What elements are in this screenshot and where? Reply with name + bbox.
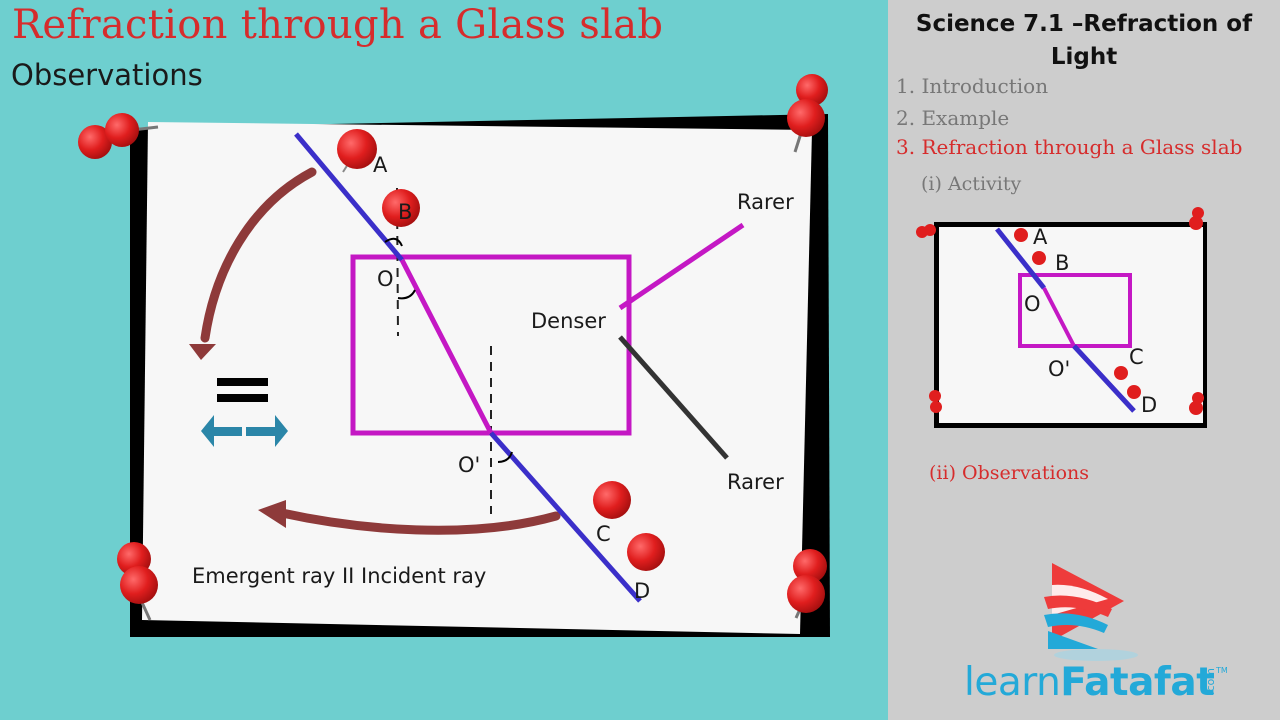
logo-part-learn: learn [964,660,1061,705]
point-O-prime-label: O' [458,453,480,477]
equals-sign-bottom-bar [217,394,268,402]
incident-ray [294,132,404,262]
pin-D-label: D [634,579,650,603]
pin-C-label: C [596,522,611,546]
emergent-ray [489,431,642,603]
thumb-label-C: C [1129,345,1144,369]
rarer-top-label: Rarer [737,190,794,214]
diagram-board: A B O O' C D Rarer Denser Rarer Emergent… [78,74,830,637]
thumb-label-A: A [1033,225,1048,249]
curved-arrow-left-head [189,344,216,360]
slide-area: Refraction through a Glass slab Observat… [11,2,830,637]
angle-arc-emergence [497,451,513,463]
parallel-arrows-icon [201,415,288,447]
sidebar: Science 7.1 –Refraction of Light 1. Intr… [888,0,1280,720]
curved-arrow-left-icon [200,167,317,343]
slide-subtitle: Observations [11,58,203,92]
course-title-line1: Science 7.1 –Refraction of [915,11,1253,37]
toc-item-example[interactable]: 2. Example [896,106,1010,130]
angle-arc-refraction [397,289,416,300]
course-title: Science 7.1 –Refraction of Light [888,8,1280,74]
corner-pin-top-right [787,74,828,153]
pin-B [382,189,420,227]
logo-part-fatafat: Fatafat [1060,660,1215,705]
course-title-line2: Light [1050,44,1118,70]
slide-title: Refraction through a Glass slab [12,2,664,48]
point-O-label: O [377,267,394,291]
corner-pin-bottom-left [117,542,158,621]
toc-item-glass-slab[interactable]: 3. Refraction through a Glass slab [896,135,1243,159]
learnfatafat-logo-icon [1044,563,1138,661]
thumb-label-D: D [1141,393,1157,417]
thumb-label-O-prime: O' [1048,357,1070,381]
pin-C [593,481,631,519]
thumb-label-O: O [1024,292,1041,316]
diagram-caption: Emergent ray II Incident ray [192,564,486,588]
denser-label: Denser [531,309,606,333]
toc-sub-observations[interactable]: (ii) Observations [929,462,1090,484]
pin-B-label: B [398,200,412,224]
corner-pin-top-left [78,113,159,159]
curved-arrow-bottom-head [258,500,286,528]
thumb-label-B: B [1055,251,1069,275]
refracted-ray [399,258,494,435]
pin-A-label: A [373,153,388,177]
angle-arc-incidence [384,237,403,247]
pin-D [627,533,665,571]
toc-sub-activity[interactable]: (i) Activity [921,173,1022,195]
pin-A [337,129,377,173]
corner-pin-bottom-right [787,549,827,619]
rarer-bottom-label: Rarer [727,470,784,494]
interface-line-rarer-denser [618,222,745,311]
curved-arrow-bottom-icon [277,508,561,535]
interface-line-denser-rarer [618,335,729,460]
toc-item-introduction[interactable]: 1. Introduction [896,74,1049,98]
logo-trademark: TM [1216,666,1228,675]
equals-sign-top-bar [217,378,268,386]
paper-sheet [142,122,812,634]
activity-thumbnail[interactable]: A B O O' C D [910,202,1210,434]
logo-wordmark: learnFatafat [964,660,1215,705]
